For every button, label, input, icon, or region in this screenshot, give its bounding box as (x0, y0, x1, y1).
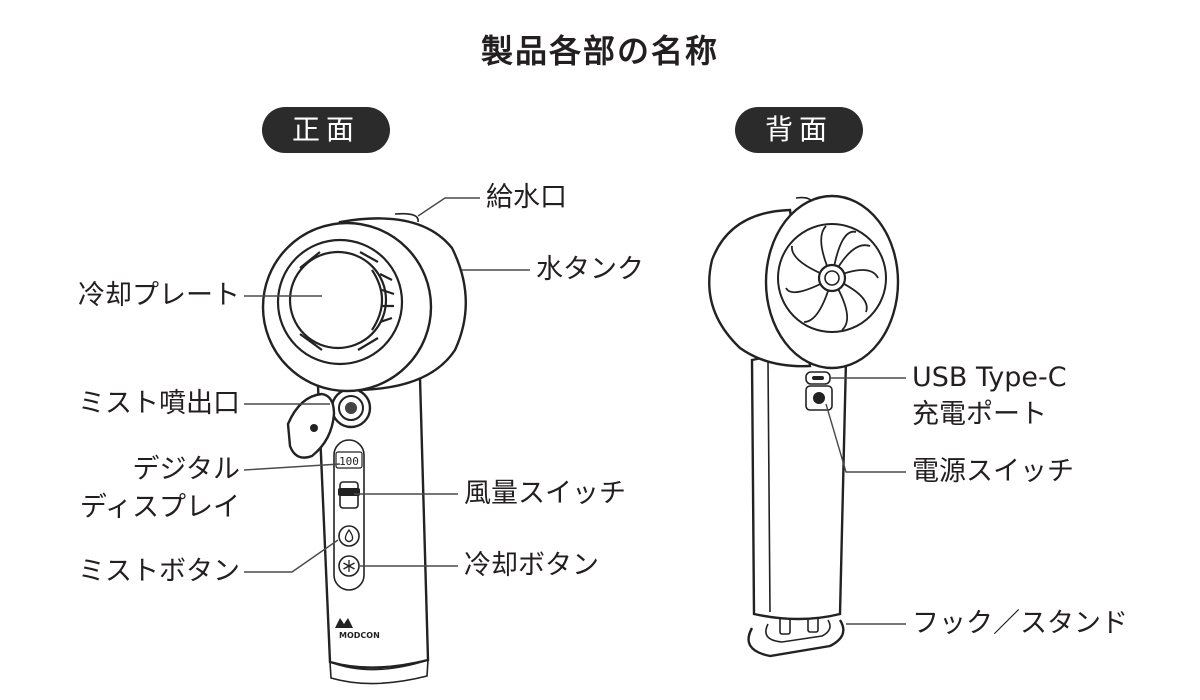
snowflake-icon (343, 560, 355, 572)
label-cooling-button: 冷却ボタン (464, 550, 599, 581)
label-digital-display-line1: デジタル (132, 454, 240, 485)
hook-stand (747, 619, 845, 658)
power-switch-knob (813, 392, 825, 404)
control-panel (333, 439, 365, 591)
label-fan-speed-switch: 風量スイッチ (464, 478, 626, 509)
label-hook-stand: フック／スタンド (912, 608, 1128, 639)
label-usb-port-line1: USB Type-C (912, 362, 1067, 393)
water-drop-icon (344, 528, 354, 543)
brand-logo: MODCON (335, 618, 380, 640)
label-cooling-plate: 冷却プレート (78, 280, 240, 311)
label-water-tank: 水タンク (536, 254, 644, 285)
label-usb-port-line2: 充電ポート (912, 399, 1047, 430)
fan-speed-slider-knob (338, 488, 360, 496)
back-heading-pill: 背面 (735, 107, 863, 153)
digital-display (335, 451, 363, 469)
front-view: 100 MODCON (261, 212, 467, 685)
mist-button (338, 525, 360, 547)
back-view (708, 194, 900, 658)
page-title: 製品各部の名称 (480, 32, 719, 70)
fan-grille (777, 223, 887, 333)
cooling-plate (288, 250, 388, 350)
power-switch (805, 385, 833, 411)
leader-lines (243, 197, 906, 625)
label-mist-button: ミストボタン (78, 556, 240, 587)
front-heading-pill: 正面 (262, 107, 390, 153)
svg-text:MODCON: MODCON (339, 631, 380, 640)
label-mist-outlet: ミスト噴出口 (78, 388, 240, 419)
label-water-inlet: 給水口 (486, 182, 567, 213)
cooling-button (338, 555, 360, 577)
display-readout: 100 (339, 455, 359, 468)
label-digital-display-line2: ディスプレイ (79, 492, 240, 523)
label-power-switch: 電源スイッチ (912, 456, 1074, 487)
